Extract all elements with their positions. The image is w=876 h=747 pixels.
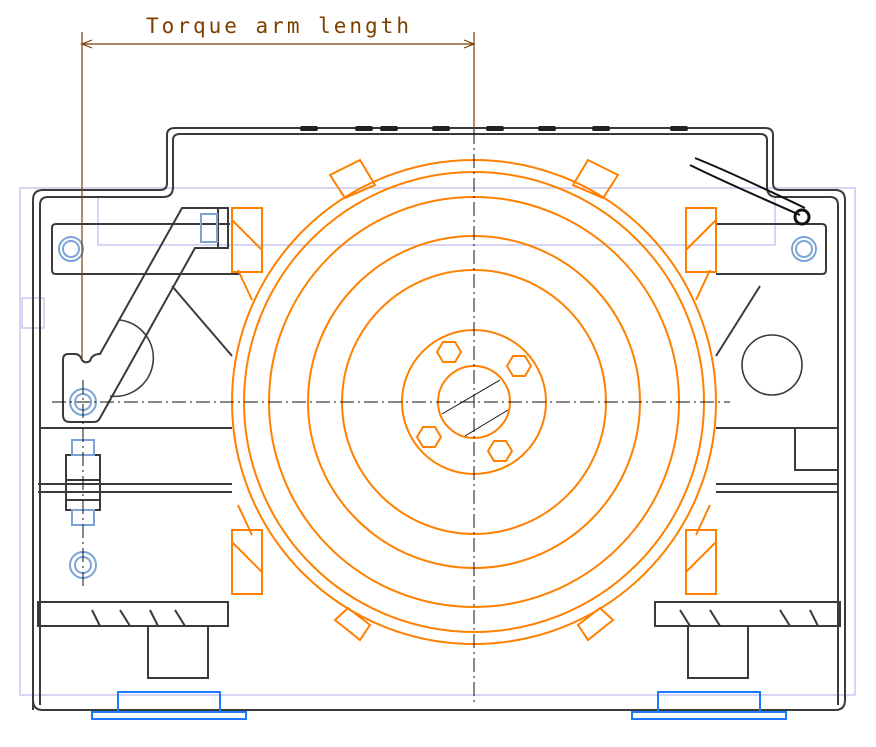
mounting-feet (91, 691, 787, 720)
center-lines (52, 130, 730, 705)
dimension-label: Torque arm length (146, 14, 412, 38)
torque-arm (62, 207, 229, 511)
vent-marks (300, 126, 688, 131)
motor-frame (32, 127, 846, 711)
shaft-key (441, 379, 509, 437)
torque-arm-dimension (80, 32, 476, 360)
